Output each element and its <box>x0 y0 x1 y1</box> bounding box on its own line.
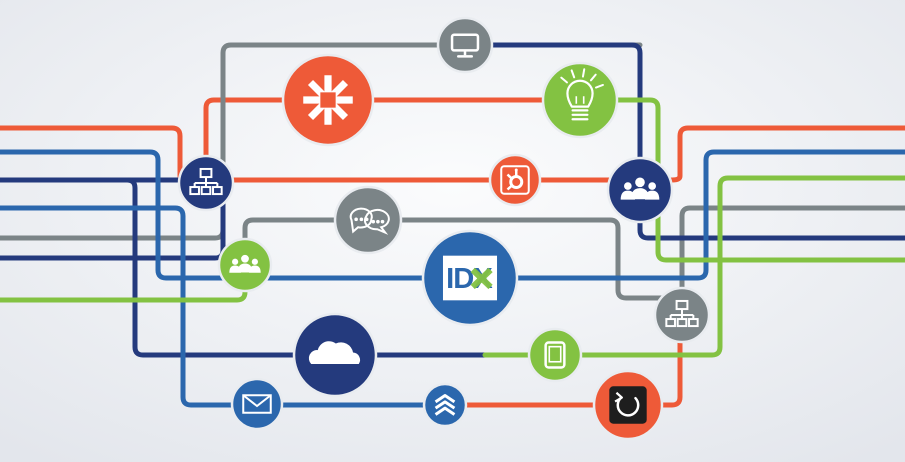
refresh-icon <box>609 386 647 424</box>
node-lightbulb <box>541 61 619 139</box>
idx-logo: IDX <box>442 255 498 301</box>
asterisk-icon <box>303 75 353 125</box>
line-gray-left <box>0 42 643 241</box>
users-icon <box>229 254 261 273</box>
node-tablet <box>527 327 583 383</box>
node-email-circle <box>230 377 284 431</box>
node-layers <box>422 382 468 428</box>
node-hubspot <box>488 153 542 207</box>
line-blue-bottom <box>0 205 448 408</box>
network-icon <box>189 167 223 196</box>
envelope-icon <box>242 394 272 414</box>
line-orange-bottom <box>442 312 683 408</box>
line-navy-right <box>637 187 905 241</box>
line-blue-right <box>467 149 905 281</box>
tablet-icon <box>544 341 566 369</box>
node-layers-circle <box>422 382 468 428</box>
node-hubspot-circle <box>488 153 542 207</box>
cloud-icon <box>308 341 361 365</box>
connection-lines <box>0 42 905 408</box>
node-chat <box>333 185 403 255</box>
network-icon <box>665 299 699 328</box>
line-blue-left <box>0 149 473 281</box>
node-network-right <box>653 286 711 344</box>
nodes-layer: IDX <box>177 16 711 441</box>
line-orange-top <box>203 97 643 168</box>
node-refresh <box>592 369 664 441</box>
line-green-tablet <box>482 175 905 358</box>
line-orange-right <box>512 125 905 183</box>
line-navy-monitor <box>462 42 643 193</box>
line-navy-cloud <box>0 177 488 358</box>
users-icon <box>620 177 660 200</box>
chat-bubbles-icon <box>349 207 390 235</box>
line-gray-right <box>679 205 905 318</box>
node-monitor <box>436 16 494 74</box>
layers-icon <box>434 394 456 416</box>
node-lightbulb-circle <box>541 61 619 139</box>
monitor-icon <box>450 33 480 58</box>
node-users-left <box>217 237 273 293</box>
hubspot-icon <box>500 165 530 195</box>
line-gray-chat <box>242 217 685 301</box>
lightbulb-icon <box>560 68 604 121</box>
node-monitor-circle <box>436 16 494 74</box>
node-network-left <box>177 154 235 212</box>
node-users-right <box>606 156 674 224</box>
node-idx: IDX <box>421 229 519 327</box>
node-cloud <box>292 312 378 398</box>
node-zapier <box>281 53 375 147</box>
node-email <box>230 377 284 431</box>
node-tablet-circle <box>527 327 583 383</box>
